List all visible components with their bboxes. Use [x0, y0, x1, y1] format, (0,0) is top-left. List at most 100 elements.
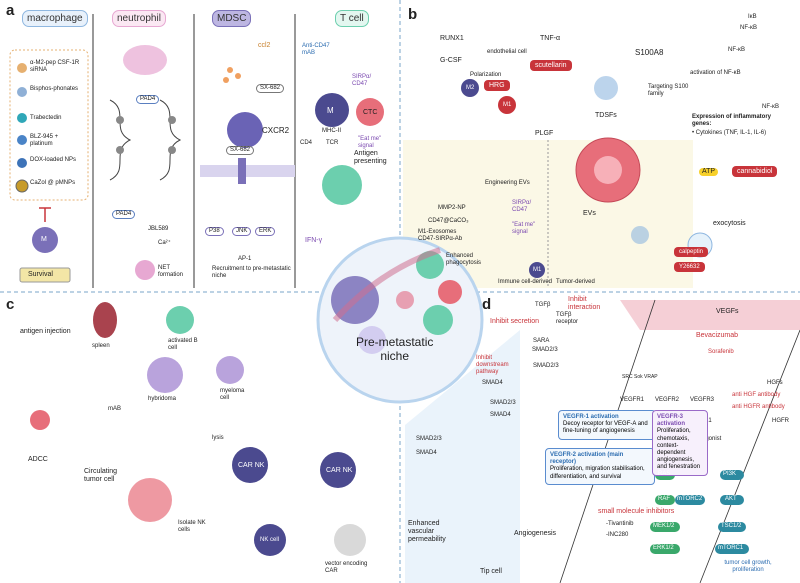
vegfr1-title: VEGFR-1 activation	[563, 414, 619, 420]
niche-fibre	[332, 247, 441, 323]
lysis-label: lysis	[212, 435, 224, 441]
hybridoma-label: hybridoma	[148, 396, 177, 402]
m2-label: M2	[466, 85, 475, 91]
scutellarin-box: scutellarin	[530, 60, 572, 71]
tcell-sirpa-label: SIRPα/ CD47	[352, 74, 372, 87]
erk-node	[650, 544, 680, 554]
mtorc2-node	[675, 495, 705, 505]
y27632-box: Y26632	[674, 262, 705, 272]
nk-cell-shape	[254, 524, 286, 556]
tsc-label: TSC1/2	[721, 523, 742, 529]
d-vessel-left	[405, 330, 520, 583]
panel-c-letter: c	[6, 296, 15, 313]
mek-label: MEK1/2	[653, 523, 675, 529]
tdsf-cluster	[594, 76, 618, 100]
tcell-m-label: M	[327, 106, 334, 115]
center-title: Pre-metastatic niche	[356, 335, 434, 363]
pi3k-node	[720, 470, 744, 480]
kinase-erk: ERK	[255, 227, 276, 236]
blz-icon	[17, 135, 27, 145]
akt-label: AKT	[725, 496, 737, 502]
smad4b-label: SMAD4	[490, 412, 511, 418]
trabectedin-icon	[17, 113, 27, 123]
sx682-bottom: SX-682	[226, 146, 255, 155]
angiogenesis-label: Angiogenesis	[514, 530, 557, 537]
pi3k-label: PI3K	[723, 471, 737, 477]
tcell-eatme-label: "Eat me" signal	[358, 136, 382, 149]
histone-3	[168, 116, 176, 124]
tgfb-label: TGFβ	[535, 302, 551, 308]
ikb-label: IκB	[748, 14, 757, 20]
raf-label: RAF	[658, 496, 670, 502]
calpeptin-box: calpeptin	[674, 247, 709, 257]
t-m-cell	[315, 93, 349, 127]
ccl2-dot-1	[227, 67, 233, 73]
mdsc-title: MDSC	[212, 10, 252, 27]
ap1-label: AP-1	[238, 256, 252, 262]
mdsc-membrane	[200, 165, 295, 177]
expression-item: • Cytokines (TNF, IL-1, IL-6)	[692, 130, 767, 136]
vegfr3-label: VEGFR3	[690, 397, 715, 403]
mek-node	[650, 522, 680, 532]
sorafenib-label: Sorafenib	[708, 349, 734, 355]
net-cell	[135, 260, 155, 280]
niche-cell-6	[396, 291, 414, 309]
vegfr3-box: VEGFR-3 activation Proliferation, chemot…	[652, 410, 708, 476]
bisphosphonate-icon	[17, 87, 27, 97]
erk-label: ERK1/2	[653, 545, 674, 551]
growth-label: tumor cell growth, proliferation	[724, 560, 772, 573]
vegfr1-text: Decoy receptor for VEGF-A and fine-tunin…	[563, 421, 648, 435]
smad23-label: SMAD2/3	[532, 347, 558, 353]
inhibit-downstream-label: Inhibit downstream pathway	[476, 355, 509, 375]
hgfr-label: HGFR	[772, 418, 789, 424]
anti-hgf-label: anti HGF antibody	[732, 392, 781, 398]
macrophage-item-6: CaZol @ pMNPs	[30, 180, 76, 186]
macrophage-item-5: DOX-loaded NPs	[30, 157, 77, 163]
small-molecule-label: small molecule inhibitors	[598, 508, 675, 515]
net-formation-label: NET formation	[158, 265, 184, 278]
engineering-label: Engineering EVs	[485, 180, 530, 186]
ras-label: RAS	[658, 471, 671, 477]
b-sirpa-label: SIRPα/ CD47	[512, 200, 532, 213]
inc280-label: -INC280	[606, 532, 629, 538]
antigen-injection-label: antigen injection	[20, 328, 71, 335]
raf-node	[655, 495, 675, 505]
mtorc1-label: mTORC1	[718, 545, 744, 551]
permeability-label: Enhanced vascular permeability	[408, 520, 446, 544]
neutrophil-cell	[123, 45, 167, 75]
macrophage-list-frame	[9, 49, 89, 201]
carnk-cell-1	[232, 447, 268, 483]
kinase-jnk: JNK	[232, 227, 252, 236]
d-diag-1	[559, 299, 656, 583]
ccl2-label: ccl2	[258, 42, 271, 49]
cannabidiol-box: cannabidiol	[732, 166, 778, 177]
akt-node	[720, 495, 744, 505]
panel-b-letter: b	[408, 6, 418, 23]
macrophage-item-1: α-M2-pep CSF-1R siRNA	[30, 60, 80, 73]
m1-label: M1	[503, 102, 512, 108]
histone-2	[116, 146, 124, 154]
sok-label: Sok VRAP	[634, 374, 658, 380]
niche-cell-3	[438, 280, 462, 304]
isolate-label: Isolate NK cells	[178, 520, 206, 533]
vegfr3-title: VEGFR-3 activation	[657, 414, 686, 428]
vegfs-label: VEGFs	[716, 308, 739, 315]
m1-cell	[498, 96, 516, 114]
m2-cell	[461, 79, 479, 97]
mtorc2-label: mTORC2	[677, 496, 703, 502]
chromatin-strand-2	[159, 99, 182, 181]
myeloma-label: myeloma cell	[220, 388, 245, 401]
smad4c-label: SMAD4	[416, 450, 437, 456]
exocytosis-label: exocytosis	[713, 220, 746, 227]
bevacizumab-label: Bevacizumab	[696, 332, 739, 339]
smad23d-label: SMAD2/3	[416, 436, 442, 442]
src-label: SRC	[622, 374, 633, 380]
histone-1	[116, 116, 124, 124]
hrg-box: HRG	[484, 80, 510, 91]
s100a8-label: S100A8	[635, 48, 664, 57]
endothelial-label: endothelial cell	[487, 49, 527, 55]
smad23b-label: SMAD2/3	[533, 363, 559, 369]
ifn-label: IFN-γ	[305, 237, 323, 244]
immune-derived-label: Immune cell-derived	[498, 279, 553, 285]
niche-cell-5	[358, 326, 386, 354]
